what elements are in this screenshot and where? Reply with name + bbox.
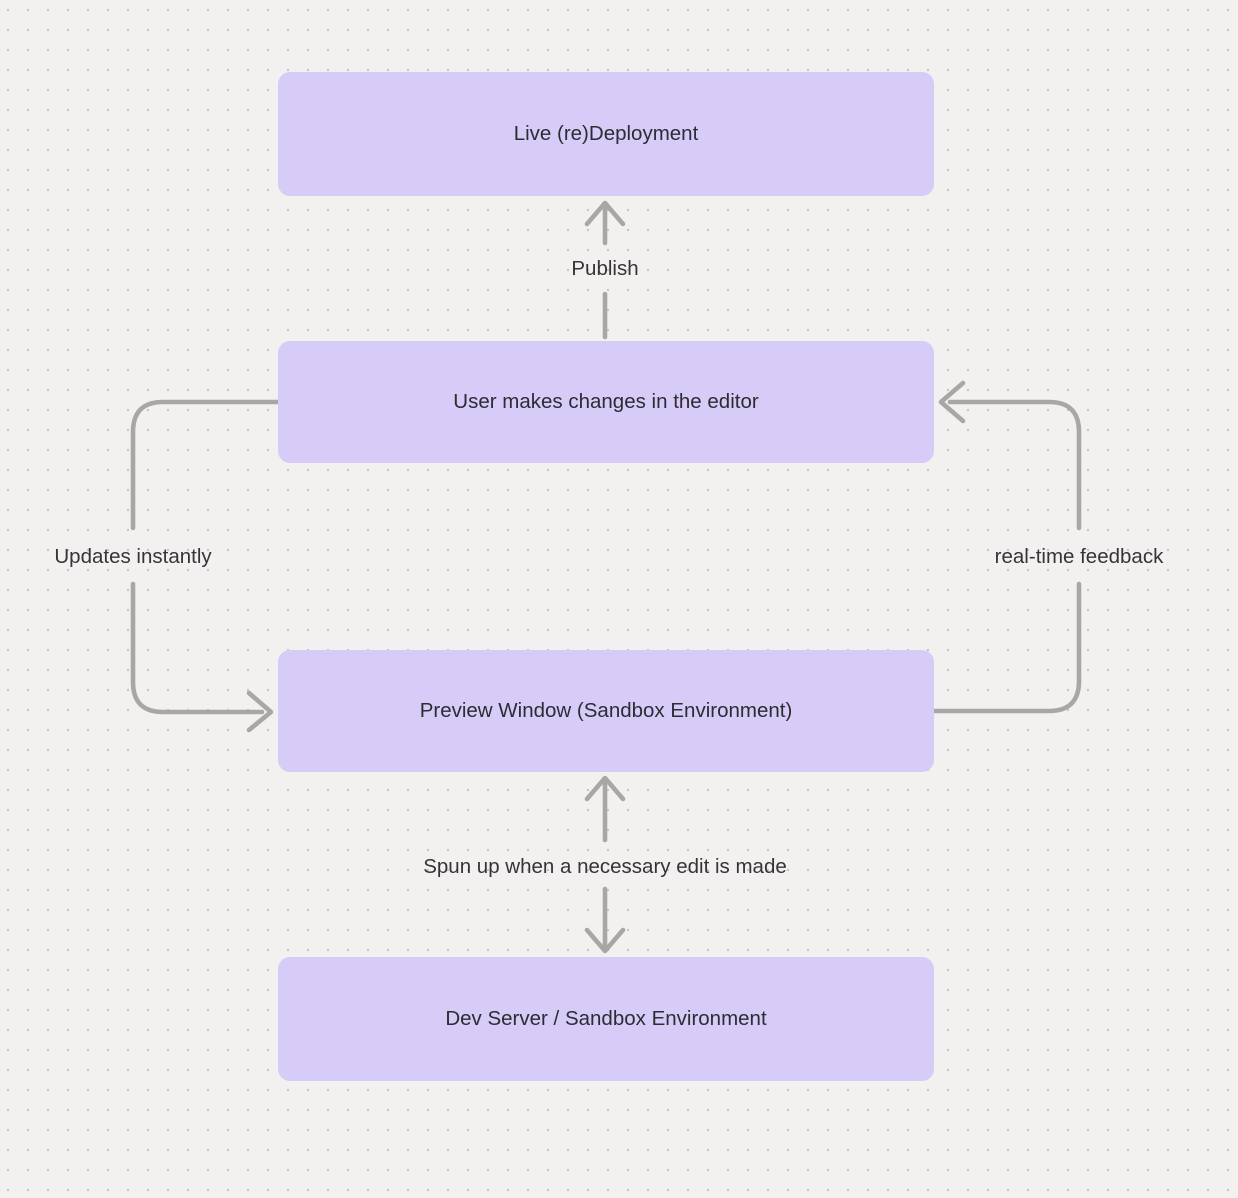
edge-label-spun-up: Spun up when a necessary edit is made — [423, 855, 787, 878]
publish-arrowhead-up-icon — [584, 200, 626, 227]
node-user-changes-label: User makes changes in the editor — [453, 389, 759, 413]
edge-label-publish: Publish — [571, 257, 639, 280]
edge-label-realtime-feedback: real-time feedback — [994, 545, 1164, 568]
node-preview-window-label: Preview Window (Sandbox Environment) — [419, 698, 793, 722]
spunup-arrowhead-up-icon — [584, 775, 626, 802]
node-dev-server: Dev Server / Sandbox Environment — [278, 957, 934, 1081]
node-live-deployment-label: Live (re)Deployment — [513, 121, 699, 145]
node-preview-window: Preview Window (Sandbox Environment) — [278, 650, 934, 772]
feedback-arrow-segment-lower — [931, 581, 1082, 714]
feedback-arrowhead-left-icon — [938, 380, 966, 424]
node-user-changes: User makes changes in the editor — [278, 341, 934, 463]
updates-arrow-segment-lower — [130, 581, 265, 715]
spunup-arrowhead-down-icon — [584, 927, 626, 954]
updates-arrow-segment-upper — [130, 399, 281, 531]
edge-label-updates-instantly: Updates instantly — [54, 545, 212, 568]
updates-arrowhead-right-icon — [246, 690, 274, 733]
node-dev-server-label: Dev Server / Sandbox Environment — [445, 1006, 767, 1030]
node-live-deployment: Live (re)Deployment — [278, 72, 934, 196]
feedback-arrow-segment-upper — [947, 399, 1082, 531]
